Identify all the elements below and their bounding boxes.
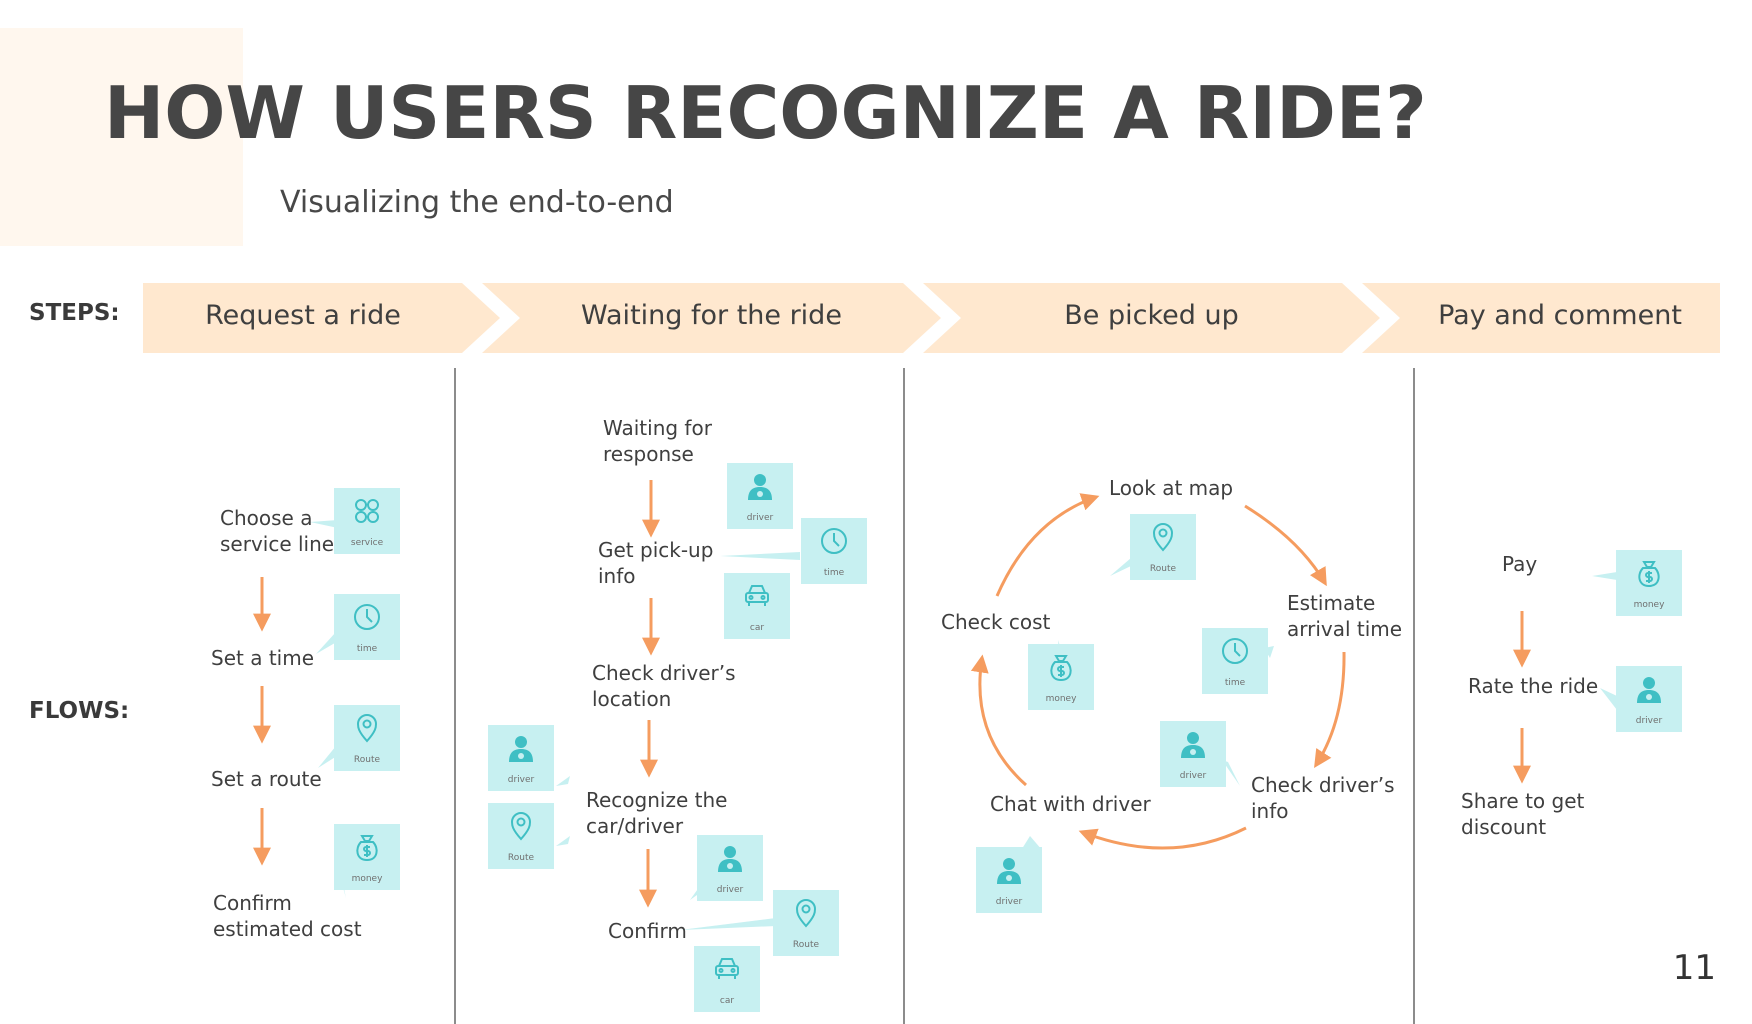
service-icon: service — [334, 488, 400, 554]
step-chevron-3 — [923, 283, 1380, 353]
step-pay-comment: Pay and comment — [1438, 300, 1682, 331]
flow-set-time: Set a time — [211, 646, 314, 670]
route-icon: Route — [334, 705, 400, 771]
service-glyph — [355, 499, 379, 523]
money-icon: money — [1028, 644, 1094, 710]
flow-chat-driver: Chat with driver — [990, 792, 1151, 816]
flow-confirm: Confirm — [608, 919, 687, 943]
flow-pay: Pay — [1502, 552, 1538, 576]
flow-rate-ride: Rate the ride — [1468, 674, 1599, 698]
driver-icon: driver — [976, 847, 1042, 913]
page-subtitle: Visualizing the end-to-end — [280, 185, 674, 220]
decorative-square — [0, 28, 243, 246]
page-title: HOW USERS RECOGNIZE A RIDE? — [104, 71, 1427, 155]
car-icon: car — [694, 946, 760, 1012]
money-icon: money — [334, 824, 400, 890]
steps-label: STEPS: — [29, 300, 120, 326]
flow-look-at-map: Look at map — [1109, 476, 1234, 500]
column-divider-1 — [454, 368, 456, 1024]
driver-icon: driver — [1616, 666, 1682, 732]
step-request-ride: Request a ride — [205, 300, 401, 331]
column-divider-3 — [1413, 368, 1415, 1024]
route-icon: Route — [488, 803, 554, 869]
route-icon: Route — [773, 890, 839, 956]
column-divider-2 — [903, 368, 905, 1024]
step-picked-up: Be picked up — [1064, 300, 1239, 331]
driver-icon: driver — [488, 725, 554, 791]
step-chevron-4 — [1362, 283, 1720, 353]
driver-icon: driver — [1160, 721, 1226, 787]
time-icon: time — [1202, 628, 1268, 694]
driver-icon: driver — [727, 463, 793, 529]
car-icon: car — [724, 573, 790, 639]
flow-check-cost: Check cost — [941, 610, 1051, 634]
money-icon: money — [1616, 550, 1682, 616]
driver-icon: driver — [697, 835, 763, 901]
flow-set-route: Set a route — [211, 767, 322, 791]
step-waiting: Waiting for the ride — [581, 300, 842, 331]
step-chevron-1 — [143, 283, 500, 353]
time-icon: time — [334, 594, 400, 660]
step-chevron-2 — [482, 283, 941, 353]
time-icon: time — [801, 518, 867, 584]
flows-label: FLOWS: — [29, 698, 130, 724]
page-number: 11 — [1672, 948, 1716, 988]
route-icon: Route — [1130, 514, 1196, 580]
